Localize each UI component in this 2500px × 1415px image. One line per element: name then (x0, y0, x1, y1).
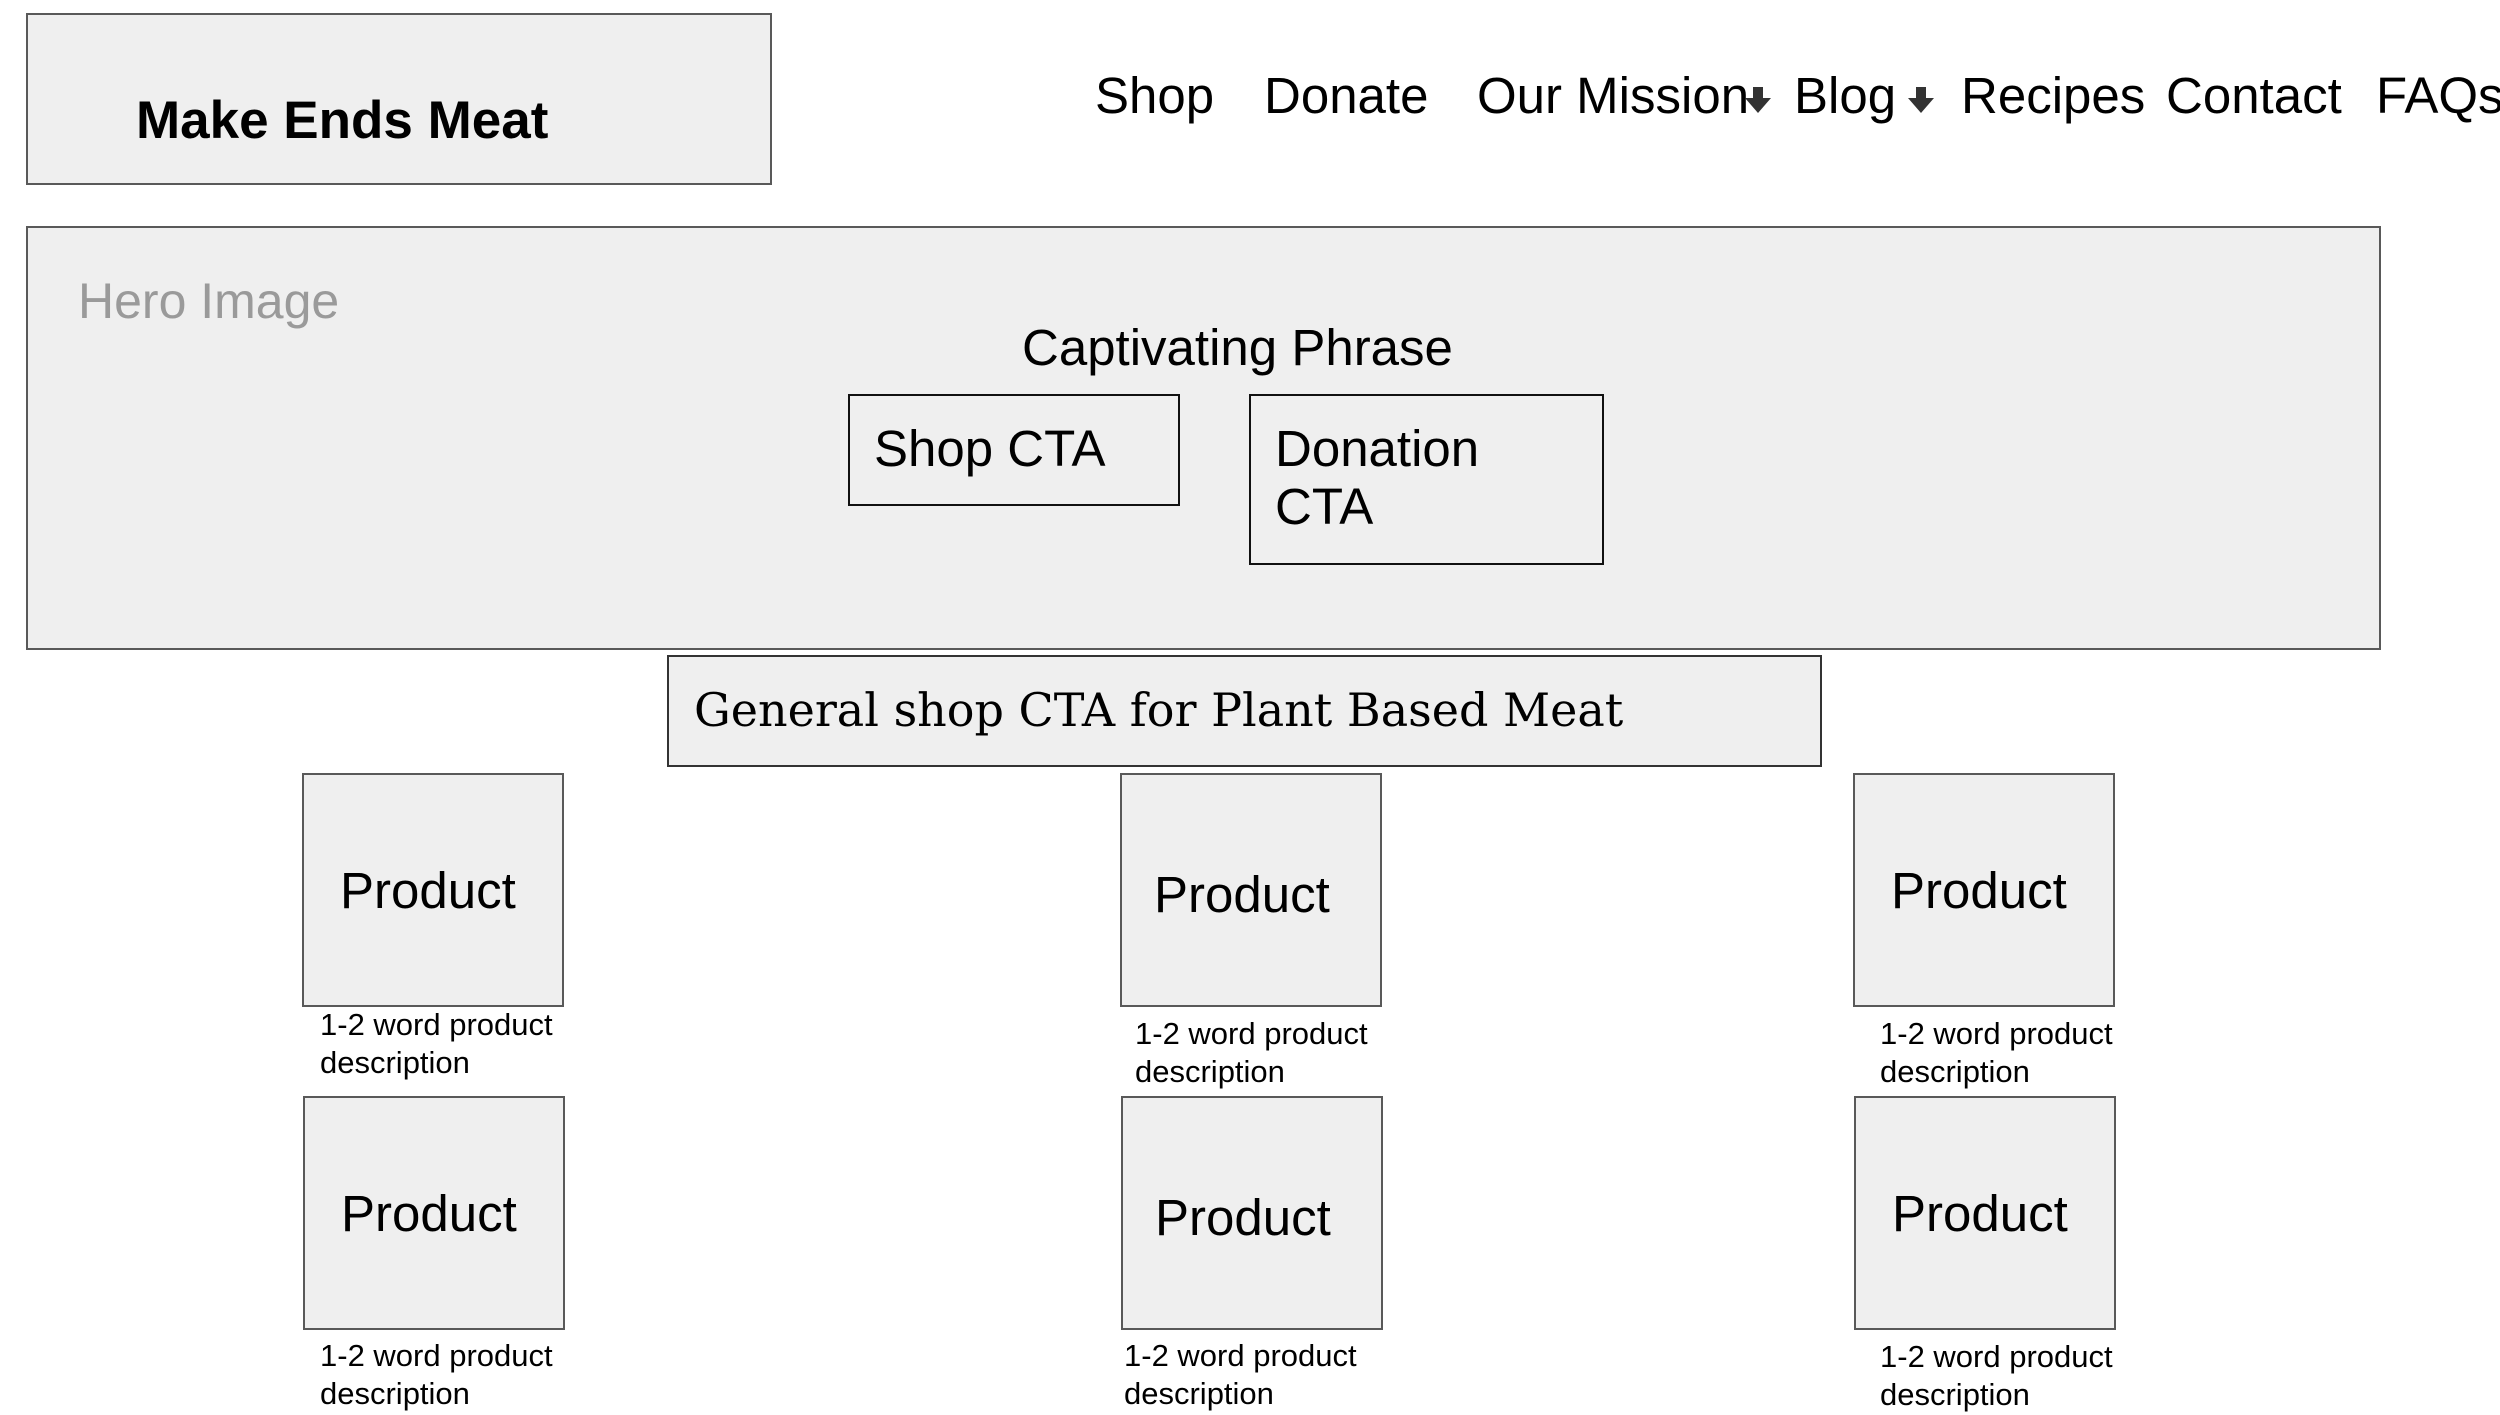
product-description-line1: 1-2 word product (1135, 1016, 1368, 1051)
hero-phrase: Captivating Phrase (1022, 319, 1453, 376)
arrow-down-icon[interactable] (1907, 85, 1935, 115)
general-shop-cta-button[interactable]: General shop CTA for Plant Based Meat (667, 655, 1822, 767)
arrow-down-icon[interactable] (1744, 85, 1772, 115)
shop-cta-button[interactable]: Shop CTA (848, 394, 1180, 506)
donation-cta-label-line1: Donation (1275, 420, 1480, 477)
nav-item-recipes[interactable]: Recipes (1961, 67, 2146, 124)
product-label: Product (341, 1185, 517, 1242)
product-label: Product (1154, 866, 1330, 923)
product-label: Product (1155, 1189, 1331, 1246)
product-card[interactable]: Product (1120, 773, 1382, 1007)
product-label: Product (1892, 1185, 2068, 1242)
donation-cta-button[interactable]: Donation CTA (1249, 394, 1604, 565)
product-label: Product (1891, 862, 2067, 919)
donation-cta-label-line2: CTA (1275, 478, 1374, 535)
product-description-line2: description (1880, 1377, 2030, 1412)
hero-image: Hero Image Captivating Phrase Shop CTA D… (26, 226, 2381, 650)
product-description: 1-2 word product description (1880, 1015, 2113, 1091)
product-description-line1: 1-2 word product (320, 1338, 553, 1373)
product-description-line1: 1-2 word product (1124, 1338, 1357, 1373)
product-description-line1: 1-2 word product (320, 1007, 553, 1042)
product-card[interactable]: Product (1853, 773, 2115, 1007)
shop-cta-label: Shop CTA (874, 420, 1106, 477)
nav-item-our-mission[interactable]: Our Mission (1477, 67, 1750, 124)
product-description: 1-2 word product description (1880, 1338, 2113, 1414)
product-description: 1-2 word product description (320, 1006, 553, 1082)
nav-item-shop[interactable]: Shop (1095, 67, 1215, 124)
product-label: Product (340, 862, 516, 919)
product-description: 1-2 word product description (1124, 1337, 1357, 1413)
nav-item-faqs[interactable]: FAQs (2376, 67, 2500, 124)
nav-item-donate[interactable]: Donate (1264, 67, 1429, 124)
product-description-line2: description (1124, 1376, 1274, 1411)
product-card[interactable]: Product (303, 1096, 565, 1330)
general-shop-cta-label: General shop CTA for Plant Based Meat (694, 683, 1624, 737)
product-description-line2: description (320, 1376, 470, 1411)
hero-image-label: Hero Image (78, 273, 340, 329)
product-card[interactable]: Product (1121, 1096, 1383, 1330)
product-description-line1: 1-2 word product (1880, 1339, 2113, 1374)
nav-item-blog[interactable]: Blog (1794, 67, 1897, 124)
product-description-line2: description (1880, 1054, 2030, 1089)
nav-item-contact[interactable]: Contact (2166, 67, 2342, 124)
product-card[interactable]: Product (302, 773, 564, 1007)
logo-box[interactable] (26, 13, 772, 185)
product-description-line1: 1-2 word product (1880, 1016, 2113, 1051)
product-description-line2: description (320, 1045, 470, 1080)
site-logo-text[interactable]: Make Ends Meat (136, 91, 549, 150)
product-description: 1-2 word product description (320, 1337, 553, 1413)
product-description-line2: description (1135, 1054, 1285, 1089)
product-card[interactable]: Product (1854, 1096, 2116, 1330)
product-description: 1-2 word product description (1135, 1015, 1368, 1091)
